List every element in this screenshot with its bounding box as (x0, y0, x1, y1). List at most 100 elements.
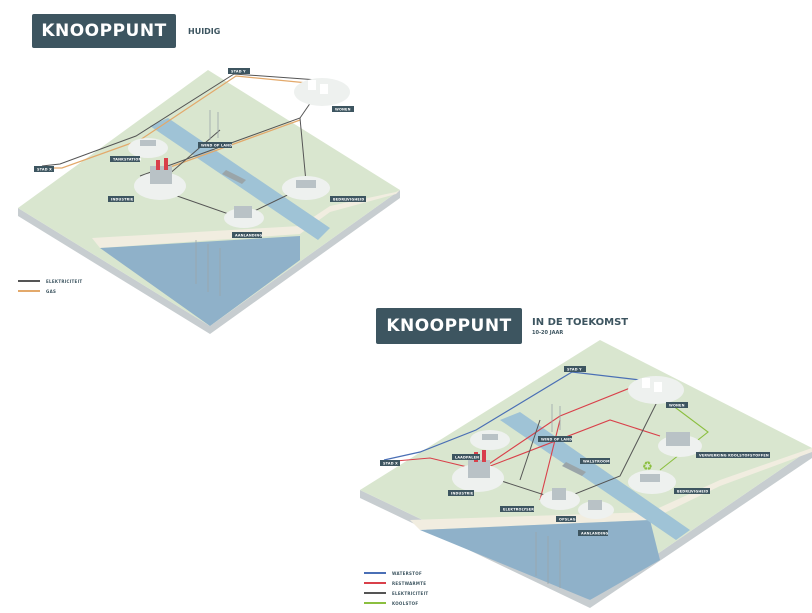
label-wind-op-land-text: WIND OP LAND (201, 144, 232, 148)
label-tankstation-text: TANKSTATION (113, 158, 141, 162)
electricity-line (41, 73, 319, 167)
node-tankstation (128, 138, 168, 158)
electrolyser-building (552, 488, 566, 500)
sea-2 (420, 520, 660, 600)
legend-swatch (364, 582, 386, 584)
legend-label: WATERSTOF (392, 570, 423, 576)
label-bedrijvigheid-text: BEDRIJVIGHEID (333, 198, 364, 202)
label-opslag: OPSLAG (556, 516, 576, 522)
factory-chimney-4 (482, 450, 486, 462)
legend-label: RESTWARMTE (392, 580, 427, 586)
label-elektrolyser-text: ELEKTROLYSER (503, 508, 534, 512)
legend-label: ELEKTRICITEIT (392, 590, 429, 596)
electricity-line-6 (479, 395, 661, 501)
legend-swatch (18, 290, 40, 292)
label-wonen-text: WONEN (335, 108, 351, 112)
windmills-sea-2 (535, 532, 561, 588)
electricity-line-7 (519, 419, 541, 481)
substation (234, 206, 252, 218)
house (308, 80, 316, 90)
heat-line-2 (479, 419, 661, 471)
house-2 (320, 84, 328, 94)
legend-label: GAS (46, 288, 57, 294)
label-stad-y-2-text: STAD Y (567, 368, 582, 372)
label-wonen: WONEN (332, 106, 354, 112)
label-wind-op-land: WIND OP LAND (198, 142, 232, 148)
label-elektrolyser: ELEKTROLYSER (500, 506, 534, 512)
subtitle-huidig: HUIDIG (188, 27, 221, 36)
legend-item: ELEKTRICITEIT (364, 590, 428, 596)
ship (222, 170, 246, 184)
recycle-icon: ♻ (642, 459, 653, 473)
house-3 (642, 378, 650, 388)
label-bedrijvigheid-2: BEDRIJVIGHEID (674, 488, 710, 494)
label-wind-op-land-2-text: WIND OP LAND (541, 438, 572, 442)
sea (100, 236, 300, 326)
label-aanlanding: AANLANDING (232, 232, 262, 238)
windmills-land-2 (551, 404, 561, 432)
charging-station (482, 434, 498, 440)
label-industrie: INDUSTRIE (108, 196, 134, 202)
label-industrie-2: INDUSTRIE (448, 490, 474, 496)
label-aanlanding-text: AANLANDING (235, 234, 262, 238)
legend-label: ELEKTRICITEIT (46, 278, 83, 284)
label-aanlanding-2: AANLANDING (578, 530, 608, 536)
node-industrie (134, 172, 186, 200)
label-walstroom: WALSTROOM (580, 458, 610, 464)
legend-label: KOOLSTOF (392, 600, 419, 606)
label-wonen-2: WONEN (666, 402, 688, 408)
legend-item: ELEKTRICITEIT (18, 278, 82, 284)
legend-swatch (364, 592, 386, 594)
processing-building (666, 432, 690, 446)
legend-item: KOOLSTOF (364, 600, 428, 606)
factory-building (150, 166, 172, 184)
legend-item: RESTWARMTE (364, 580, 428, 586)
warehouse-2 (640, 474, 660, 482)
label-stad-y-2: STAD Y (564, 366, 586, 372)
storage-building (588, 500, 602, 510)
legend-toekomst: WATERSTOF RESTWARMTE ELEKTRICITEIT KOOLS… (364, 570, 428, 606)
label-stad-x: STAD X (34, 166, 54, 172)
legend-swatch (18, 280, 40, 282)
label-stad-y: STAD Y (228, 68, 250, 74)
factory-building-2 (468, 460, 490, 478)
label-laadpalen: LAADPALEN (452, 454, 480, 460)
label-bedrijvigheid: BEDRIJVIGHEID (330, 196, 366, 202)
legend-item: GAS (18, 288, 82, 294)
map-edge (18, 190, 400, 334)
legend-huidig: ELEKTRICITEIT GAS (18, 278, 82, 294)
label-industrie-text: INDUSTRIE (111, 198, 134, 202)
label-tankstation: TANKSTATION (110, 156, 141, 162)
label-wind-op-land-2: WIND OP LAND (538, 436, 572, 442)
label-stad-x-2-text: STAD X (383, 462, 398, 466)
heat-line-3 (539, 419, 561, 501)
label-aanlanding-2-text: AANLANDING (581, 532, 608, 536)
electricity-line-3 (299, 117, 307, 183)
label-walstroom-text: WALSTROOM (583, 460, 610, 464)
subtitle-toekomst-period: 10-20 JAAR (532, 330, 564, 336)
house-4 (654, 382, 662, 392)
hydrogen-line (383, 371, 641, 461)
label-stad-x-text: STAD X (37, 168, 52, 172)
warehouse (296, 180, 316, 188)
legend-item: WATERSTOF (364, 570, 428, 576)
label-bedrijvigheid-2-text: BEDRIJVIGHEID (677, 490, 708, 494)
windmills-land (209, 110, 219, 140)
subtitle-toekomst: IN DE TOEKOMST (532, 317, 629, 328)
legend-swatch (364, 572, 386, 574)
label-laadpalen-text: LAADPALEN (455, 456, 479, 460)
panel-toekomst: ♻ STAD Y STAD X WONEN LAADPALEN WIND OP … (360, 340, 812, 608)
land-area (18, 70, 400, 326)
legend-swatch (364, 602, 386, 604)
title-toekomst: KNOOPPUNT (376, 308, 522, 344)
panel-huidig: STAD Y STAD X WONEN TANKSTATION WIND OP … (18, 68, 400, 334)
factory-chimney-2 (164, 158, 168, 170)
label-industrie-2-text: INDUSTRIE (451, 492, 474, 496)
label-opslag-text: OPSLAG (559, 518, 576, 522)
label-verwerking: VERWERKING KOOLSTOFSTOFFEN (696, 452, 770, 458)
factory-chimney (156, 160, 160, 170)
label-verwerking-text: VERWERKING KOOLSTOFSTOFFEN (699, 454, 769, 458)
tankstation-building (140, 140, 156, 146)
label-wonen-2-text: WONEN (669, 404, 685, 408)
